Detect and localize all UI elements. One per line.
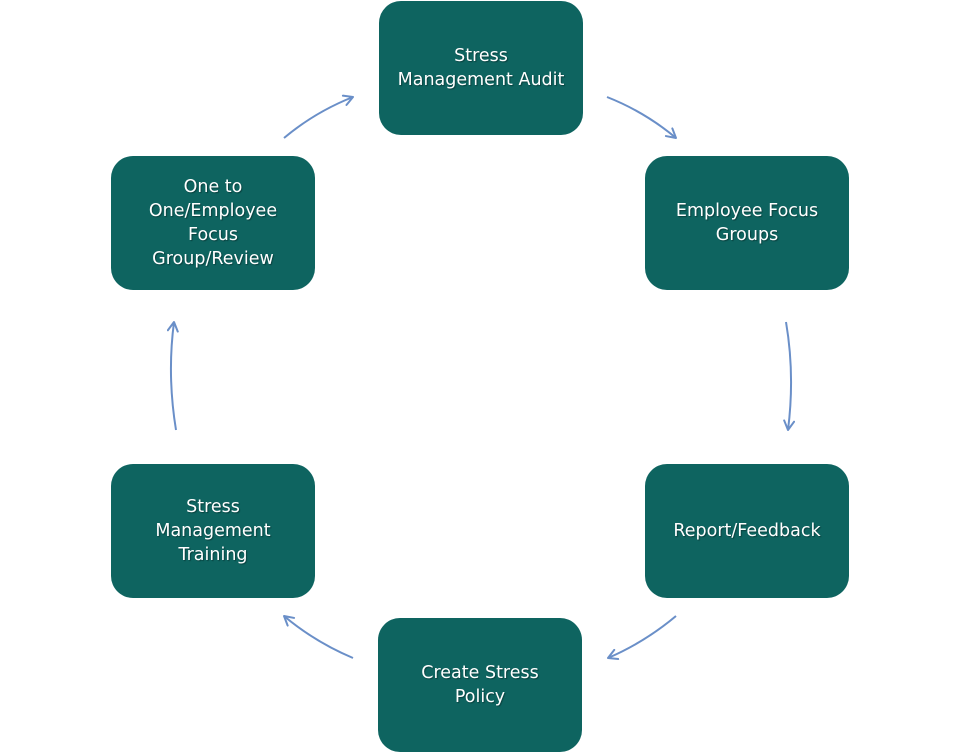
node-one-to-one-review: One to One/Employee Focus Group/Review	[111, 156, 315, 290]
node-stress-management-training: Stress Management Training	[111, 464, 315, 598]
node-label: One to One/Employee Focus Group/Review	[148, 177, 278, 269]
edge-arrow-report-to-policy	[607, 615, 677, 661]
edge-arrow-policy-to-training	[283, 615, 354, 659]
node-report-feedback: Report/Feedback	[645, 464, 849, 598]
node-label: Employee Focus Groups	[675, 201, 819, 245]
edge-arrow-training-to-review	[166, 321, 179, 431]
node-label: Report/Feedback	[673, 521, 821, 541]
node-label: Stress Management Audit	[397, 46, 565, 90]
node-label: Stress Management Training	[155, 497, 271, 565]
edge-arrow-review-to-audit	[283, 94, 354, 139]
node-create-stress-policy: Create Stress Policy	[378, 618, 582, 752]
edge-arrow-audit-to-focus-groups	[606, 96, 677, 139]
node-label: Create Stress Policy	[421, 663, 539, 707]
node-employee-focus-groups: Employee Focus Groups	[645, 156, 849, 290]
node-stress-management-audit: Stress Management Audit	[379, 1, 583, 135]
edge-arrow-focus-groups-to-report	[783, 321, 796, 431]
